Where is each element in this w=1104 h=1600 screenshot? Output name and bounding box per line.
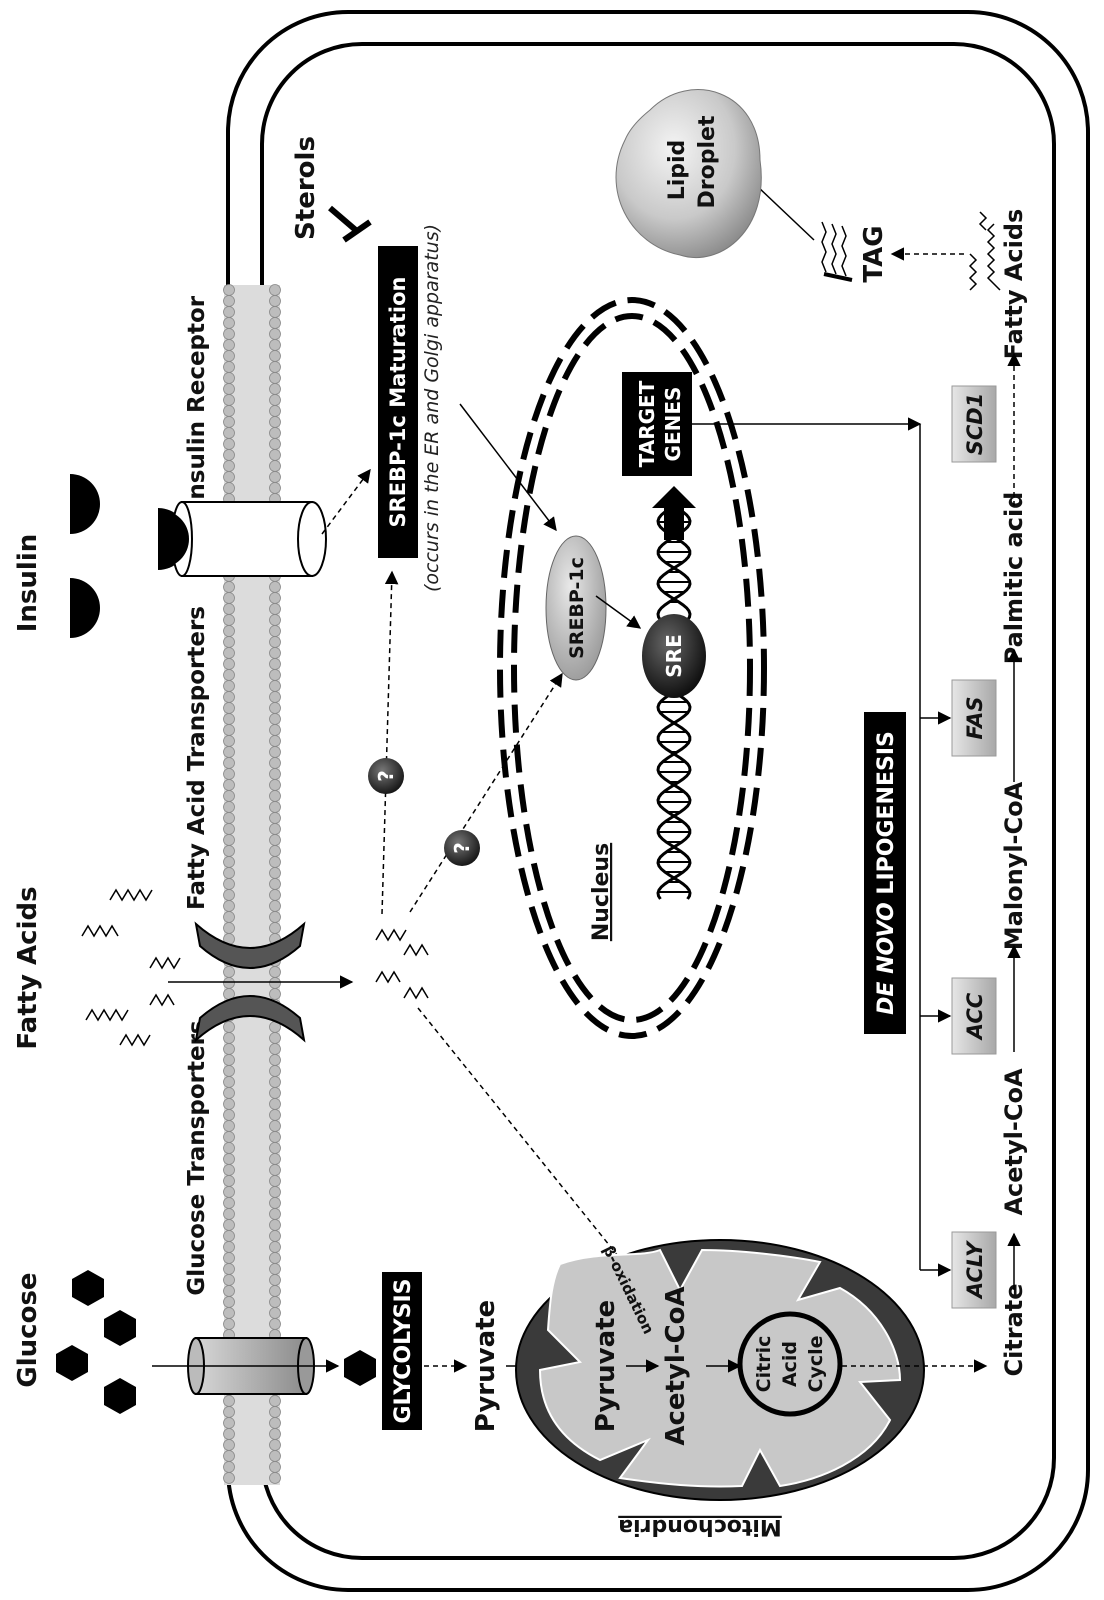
srebp-maturation-label: SREBP-1c Maturation bbox=[386, 277, 410, 528]
svg-text:Droplet: Droplet bbox=[695, 115, 720, 208]
mitochondrion bbox=[515, 1239, 925, 1501]
insulin-receptor-icon bbox=[158, 501, 327, 577]
fatty-acid-squiggles-outside bbox=[81, 888, 181, 1047]
svg-text:SREBP-1c: SREBP-1c bbox=[566, 557, 588, 659]
enzyme-scd1: SCD1 bbox=[951, 385, 997, 463]
lipid-droplet: Lipid Droplet bbox=[615, 89, 762, 259]
fatty-acid-squiggles-inside bbox=[375, 928, 429, 1000]
metabolite-malonyl-coa: Malonyl-CoA bbox=[1000, 781, 1028, 950]
srebp-location-note: (occurs in the ER and Golgi apparatus) bbox=[421, 224, 443, 592]
svg-text:TARGET: TARGET bbox=[635, 380, 659, 467]
insulin-molecules bbox=[70, 474, 100, 638]
fa-to-beta-oxidation-arrow bbox=[417, 1007, 669, 1320]
insulin-label: Insulin bbox=[13, 534, 43, 633]
svg-text:?: ? bbox=[374, 770, 398, 782]
sterols-inhibition-icon bbox=[328, 205, 372, 243]
svg-text:ACLY: ACLY bbox=[963, 1240, 987, 1300]
svg-text:GENES: GENES bbox=[661, 387, 685, 462]
glycolysis-box: GLYCOLYSIS bbox=[382, 1272, 422, 1430]
phospholipid-bilayer bbox=[223, 284, 281, 1485]
fatty-acid-transporters-label: Fatty Acid Transporters bbox=[184, 606, 210, 910]
glucose-molecules bbox=[56, 1270, 376, 1414]
svg-text:FAS: FAS bbox=[963, 696, 987, 739]
de-novo-lipogenesis-box: DE NOVO LIPOGENESIS bbox=[864, 712, 906, 1034]
metabolite-citrate: Citrate bbox=[1000, 1283, 1028, 1376]
dna-helix bbox=[656, 504, 692, 900]
citric-acid-cycle: Citric Acid Cycle bbox=[737, 1311, 843, 1417]
mito-acetyl-coa-label: Acetyl-CoA bbox=[661, 1286, 691, 1445]
nucleus-envelope bbox=[497, 297, 767, 1039]
metabolite-labels: Citrate Acetyl-CoA Malonyl-CoA Palmitic aci… bbox=[1000, 209, 1028, 1377]
svg-text:Citric: Citric bbox=[753, 1336, 775, 1393]
glucose-label: Glucose bbox=[13, 1272, 43, 1387]
mito-pyruvate-label: Pyruvate bbox=[591, 1300, 621, 1432]
metabolite-acetyl-coa: Acetyl-CoA bbox=[1000, 1068, 1028, 1215]
insulin-receptor-label: Insulin Receptor bbox=[184, 295, 210, 508]
nucleus-label: Nucleus bbox=[589, 843, 614, 941]
metabolite-palmitic-acid: Palmitic acid bbox=[1000, 492, 1028, 665]
svg-text:DE NOVO LIPOGENESIS: DE NOVO LIPOGENESIS bbox=[874, 731, 899, 1015]
question-icon-1: ? bbox=[368, 758, 404, 794]
fatty-acid-squiggles-lipogenic bbox=[968, 211, 1001, 291]
lipogenesis-word: LIPOGENESIS bbox=[874, 731, 899, 902]
receptor-to-maturation-arrow bbox=[321, 468, 371, 535]
svg-text:Cycle: Cycle bbox=[805, 1336, 827, 1393]
de-novo-italic: DE NOVO bbox=[874, 902, 899, 1015]
srebp-1c-protein: SREBP-1c bbox=[545, 535, 607, 681]
enzyme-fas: FAS bbox=[951, 679, 997, 757]
metabolite-fatty-acids: Fatty Acids bbox=[1000, 209, 1028, 360]
enzyme-acly: ACLY bbox=[951, 1231, 997, 1309]
triacylglycerol-icon bbox=[821, 221, 853, 282]
srebp-to-sre-arrow bbox=[595, 595, 642, 629]
sterols-label: Sterols bbox=[291, 136, 321, 240]
enzyme-boxes: ACLY ACC FAS SCD1 bbox=[951, 385, 997, 1309]
svg-text:Lipid: Lipid bbox=[665, 140, 690, 201]
fa-to-srebp-arrow bbox=[409, 672, 563, 913]
enzyme-acc: ACC bbox=[951, 977, 997, 1055]
gene-expression-branches bbox=[919, 424, 952, 1277]
fa-to-maturation-arrow bbox=[381, 570, 399, 915]
srebp-maturation-box: SREBP-1c Maturation bbox=[378, 246, 418, 558]
question-icon-2: ? bbox=[444, 830, 480, 866]
svg-text:SCD1: SCD1 bbox=[963, 393, 987, 456]
glucose-transporters-label: Glucose Transporters bbox=[184, 1020, 210, 1295]
fatty-acid-transporter-icon bbox=[194, 921, 306, 1043]
tag-label: TAG bbox=[859, 225, 889, 282]
fatty-acids-outside-label: Fatty Acids bbox=[13, 886, 43, 1049]
mitochondria-label: Mitochondria bbox=[618, 1514, 782, 1539]
svg-text:ACC: ACC bbox=[963, 992, 987, 1041]
target-genes-box: TARGET GENES bbox=[622, 372, 692, 476]
svg-text:?: ? bbox=[450, 842, 474, 854]
sre-element: SRE bbox=[642, 614, 706, 698]
svg-text:Acid: Acid bbox=[779, 1341, 801, 1387]
svg-text:GLYCOLYSIS: GLYCOLYSIS bbox=[391, 1278, 416, 1423]
svg-text:SRE: SRE bbox=[662, 634, 686, 677]
maturation-to-srebp-arrow bbox=[459, 403, 557, 532]
transcription-arrow bbox=[652, 486, 696, 540]
cytosolic-pyruvate-label: Pyruvate bbox=[471, 1300, 501, 1432]
